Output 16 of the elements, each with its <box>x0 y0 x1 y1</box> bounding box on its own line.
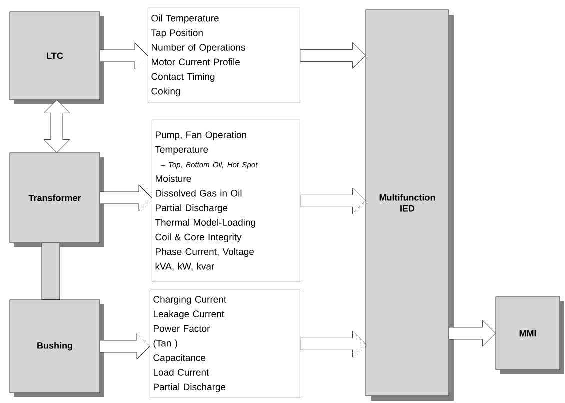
block-arrow <box>300 188 366 214</box>
component-box: Multifunction IED <box>366 10 454 401</box>
component-box: MMI <box>496 296 564 374</box>
block-arrow <box>100 42 148 70</box>
parameter-list-box: Oil Temperature Tap Position Number of Operations Motor Current Profile Contact Timing Coking <box>148 8 300 104</box>
block-arrow <box>449 320 496 347</box>
block-arrow <box>100 333 150 360</box>
parameter-list-box: Charging Current Leakage Current Power Factor (Tan ) Capacitance Load Current Partial Discharge <box>150 290 300 398</box>
double-arrow <box>44 100 70 153</box>
component-box: LTC <box>10 12 104 104</box>
block-arrow <box>100 184 152 212</box>
connector-bar <box>42 242 60 300</box>
component-box: Transformer <box>10 152 104 247</box>
block-arrow <box>300 330 366 358</box>
block-arrow <box>300 42 366 69</box>
component-box: Bushing <box>10 300 104 397</box>
